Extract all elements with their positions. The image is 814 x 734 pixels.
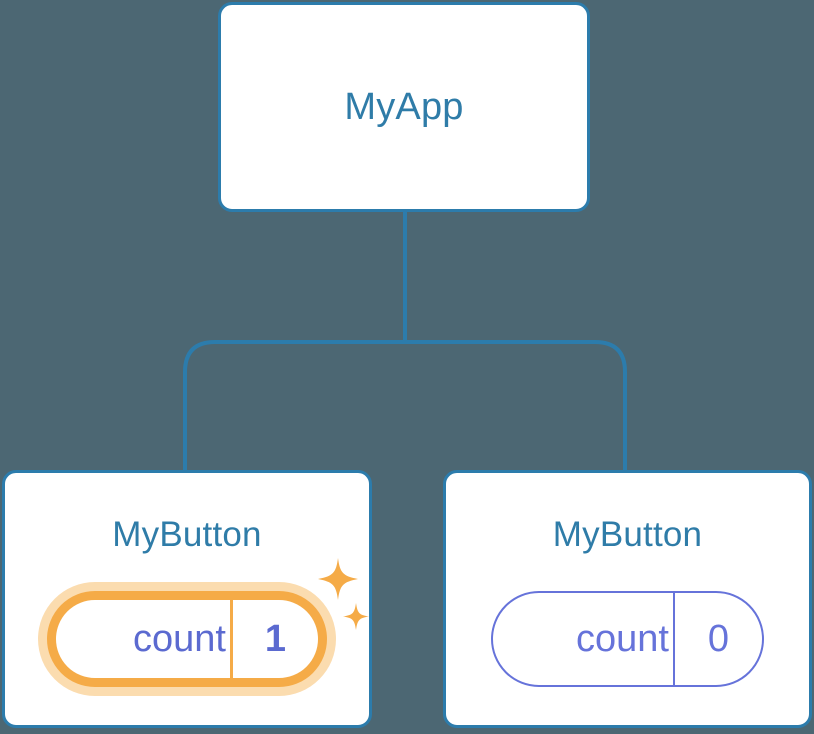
edge-branch-bar: [183, 340, 627, 472]
node-myapp[interactable]: MyApp: [218, 2, 590, 212]
node-mybutton-right-title: MyButton: [552, 515, 703, 554]
state-pill-wrap-left: count 1: [5, 591, 369, 687]
state-pill-right-value: 0: [673, 593, 762, 685]
state-pill-right[interactable]: count 0: [491, 591, 764, 687]
state-pill-right-label: count: [576, 618, 669, 660]
node-mybutton-right[interactable]: MyButton count 0: [443, 470, 812, 728]
state-pill-wrap-right: count 0: [446, 591, 809, 687]
node-mybutton-left[interactable]: MyButton count 1: [2, 470, 372, 728]
node-myapp-title: MyApp: [344, 86, 464, 128]
state-pill-left-value: 1: [230, 600, 318, 678]
state-pill-left-label: count: [133, 618, 226, 660]
state-pill-left[interactable]: count 1: [47, 591, 327, 687]
node-mybutton-left-title: MyButton: [112, 515, 262, 554]
